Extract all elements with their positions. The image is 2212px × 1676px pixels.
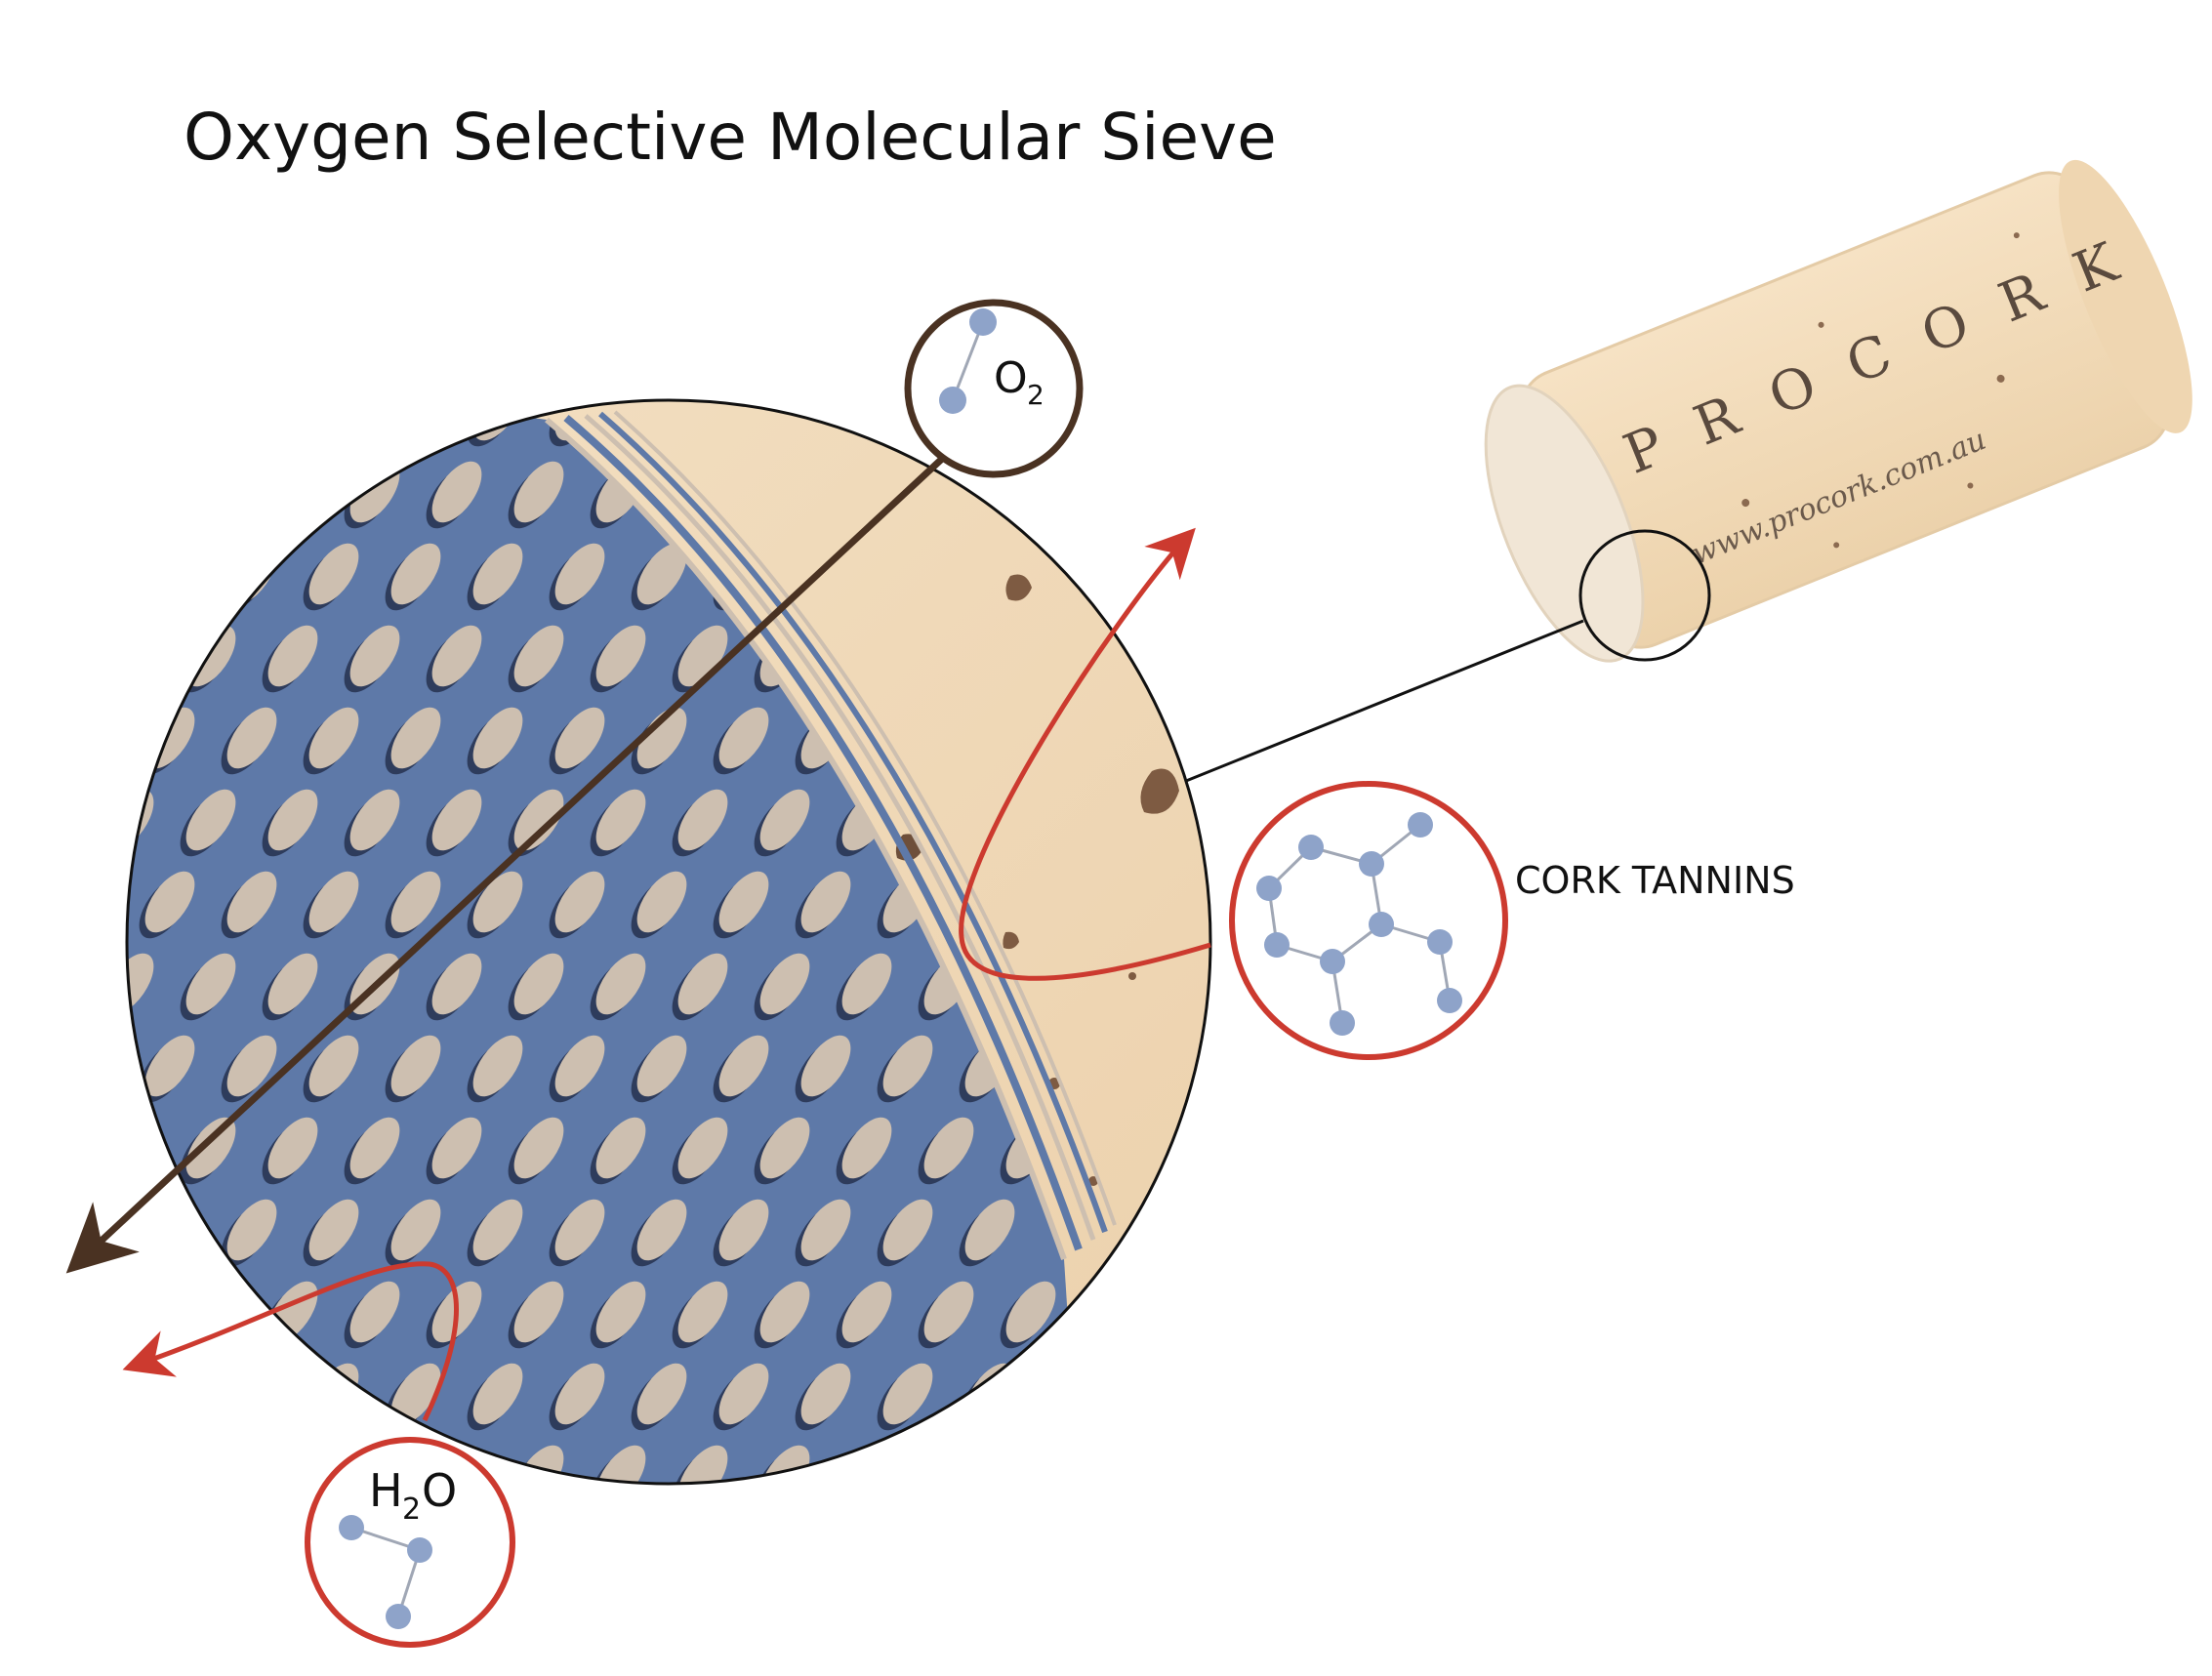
h2o-subscript: 2 bbox=[402, 1492, 421, 1527]
zoom-connector-line bbox=[1185, 619, 1584, 783]
h2o-label-o: O bbox=[422, 1464, 457, 1517]
tannin-path-arrow bbox=[959, 527, 1211, 981]
h2o-molecule-icon: H 2 O bbox=[305, 1437, 515, 1648]
zoom-circle bbox=[1578, 529, 1711, 662]
cork-stopper-icon: PROCORK www.procork.com.au bbox=[1484, 159, 2192, 663]
magnified-sieve bbox=[125, 398, 1212, 1486]
water-path-arrow bbox=[122, 1261, 459, 1422]
o2-subscript: 2 bbox=[1027, 379, 1045, 411]
tannins-label: CORK TANNINS bbox=[1515, 859, 1795, 902]
tannin-molecule-icon bbox=[1229, 781, 1508, 1060]
o2-molecule-icon: O 2 bbox=[904, 299, 1084, 478]
o2-path-arrow bbox=[65, 456, 945, 1274]
o2-label: O bbox=[994, 353, 1028, 403]
diagram-title: Oxygen Selective Molecular Sieve bbox=[184, 100, 1277, 175]
h2o-label-h: H bbox=[369, 1464, 403, 1517]
